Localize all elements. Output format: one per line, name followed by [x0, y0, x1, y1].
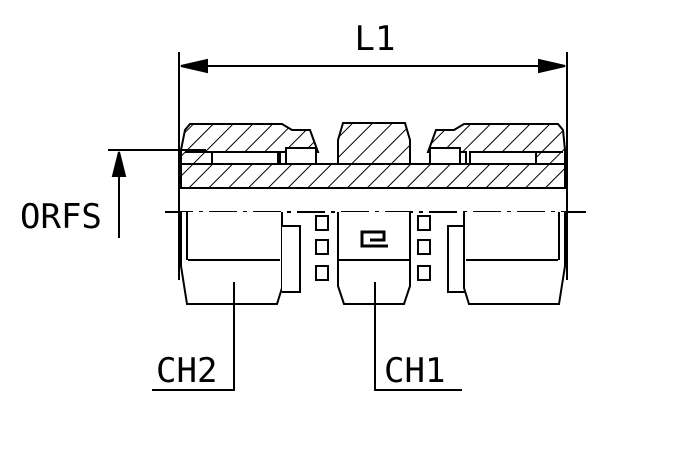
grip-slot	[315, 215, 329, 231]
tube-body-section	[180, 163, 566, 189]
grip-slot	[315, 239, 329, 255]
leaders	[152, 282, 462, 391]
dimension-l1	[178, 52, 568, 280]
arrowhead-left	[180, 58, 208, 74]
dimension-orfs	[108, 149, 206, 238]
right-seal-groove	[469, 151, 537, 165]
label-l1: L1	[355, 19, 396, 59]
left-oring-slot	[285, 147, 317, 165]
grip-slot	[417, 215, 431, 231]
grip-slot	[417, 265, 431, 281]
grip-slot	[315, 265, 329, 281]
right-oring-slot	[429, 147, 461, 165]
center-hex-section	[337, 122, 411, 165]
label-orfs: ORFS	[20, 197, 102, 237]
left-neck	[282, 225, 301, 293]
arrowhead-right	[538, 58, 566, 74]
left-seal-groove	[211, 151, 279, 165]
leader-ch1	[374, 282, 462, 391]
manufacturer-mark-icon	[360, 230, 388, 248]
section-upper-half	[180, 122, 566, 189]
grip-slot	[417, 239, 431, 255]
label-ch2: CH2	[156, 351, 217, 391]
right-nut-exterior	[463, 212, 566, 305]
right-neck	[447, 225, 466, 293]
left-nut-exterior	[180, 212, 283, 305]
label-ch1: CH1	[384, 351, 445, 391]
leader-ch2	[152, 282, 235, 391]
external-view-lower-half	[180, 212, 566, 305]
orfs-arrowhead	[111, 151, 127, 177]
